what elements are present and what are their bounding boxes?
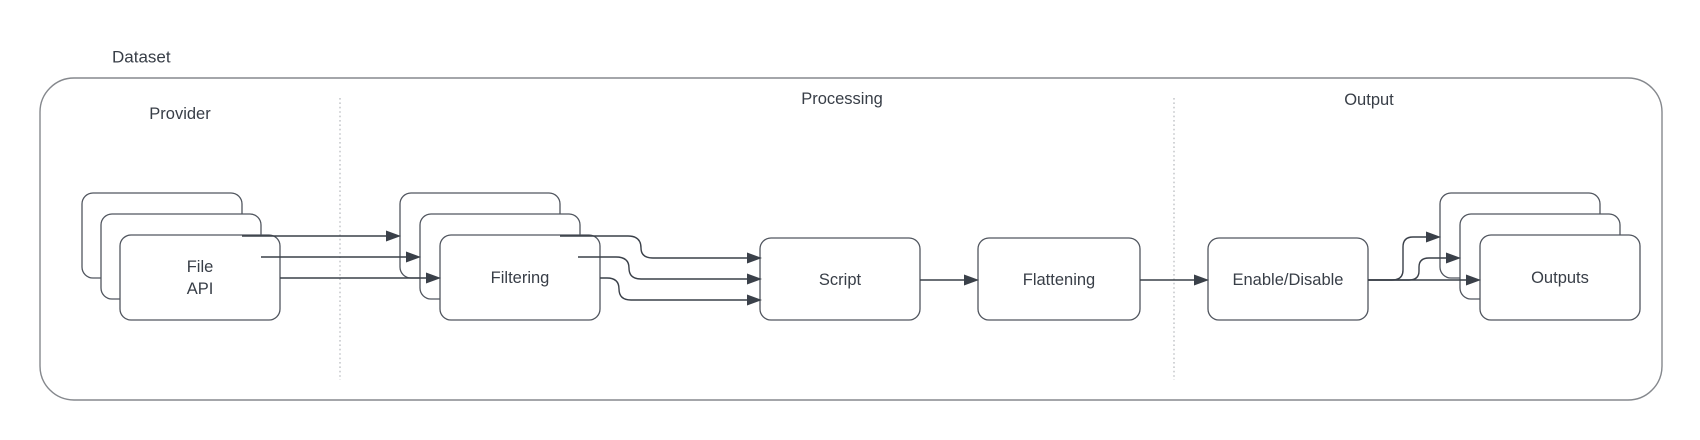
section-label-output: Output — [1344, 91, 1394, 109]
edge-enabledisable-outputs-3 — [1368, 274, 1481, 286]
edge-filtering-script-2 — [578, 256, 762, 285]
node-filtering-label: Filtering — [491, 269, 550, 287]
node-flattening: Flattening — [977, 237, 1141, 321]
node-script: Script — [759, 237, 921, 321]
node-file-api-label-line1: File — [187, 258, 214, 276]
edge-line — [560, 235, 747, 259]
section-label-processing: Processing — [801, 90, 883, 108]
arrowhead-icon — [1466, 274, 1481, 286]
arrowhead-icon — [386, 230, 401, 242]
node-enable-disable-label: Enable/Disable — [1233, 271, 1344, 289]
node-outputs-stack-front — [1479, 234, 1641, 321]
node-flattening-label: Flattening — [1023, 271, 1095, 289]
edge-filtering-script-1 — [560, 235, 762, 264]
edge-fileapi-filtering-3 — [280, 272, 441, 284]
arrowhead-icon — [747, 273, 762, 285]
node-flattening-box — [977, 237, 1141, 321]
arrowhead-icon — [747, 252, 762, 264]
node-script-label: Script — [819, 271, 862, 289]
edge-flattening-enabledisable — [1140, 274, 1209, 286]
node-file-api-label-line2: API — [187, 280, 214, 298]
arrowhead-icon — [406, 251, 421, 263]
edge-filtering-script-3 — [600, 277, 762, 306]
node-filtering: Filtering — [399, 192, 601, 321]
node-enable-disable: Enable/Disable — [1207, 237, 1369, 321]
arrowhead-icon — [1426, 231, 1441, 243]
edge-line — [578, 256, 747, 280]
node-outputs-label: Outputs — [1531, 269, 1589, 287]
node-outputs: Outputs — [1439, 192, 1641, 321]
edge-line — [600, 277, 747, 301]
node-enable-disable-box — [1207, 237, 1369, 321]
edge-fileapi-filtering-2 — [261, 251, 421, 263]
node-file-api-stack-front — [119, 234, 281, 321]
arrowhead-icon — [747, 294, 762, 306]
edge-fileapi-filtering-1 — [242, 230, 401, 242]
dataset-title: Dataset — [112, 48, 171, 67]
arrowhead-icon — [1194, 274, 1209, 286]
arrowhead-icon — [1446, 252, 1461, 264]
arrowhead-icon — [964, 274, 979, 286]
section-label-provider: Provider — [149, 105, 211, 123]
arrowhead-icon — [426, 272, 441, 284]
node-file-api: File API — [81, 192, 281, 321]
edge-script-flattening — [920, 274, 979, 286]
